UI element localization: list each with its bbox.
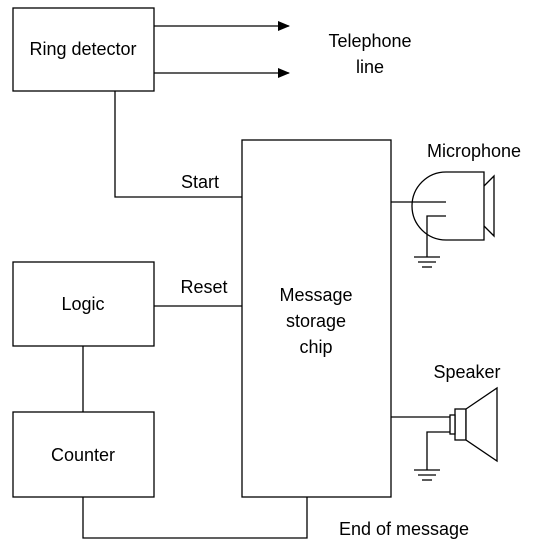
speaker-icon xyxy=(449,386,498,463)
counter-block: Counter xyxy=(12,411,155,498)
end-of-message-wire xyxy=(82,497,308,539)
telephone-line-arrows xyxy=(154,21,290,78)
end-of-message-label: End of message xyxy=(339,519,469,539)
start-label: Start xyxy=(181,172,219,192)
speaker-label: Speaker xyxy=(433,362,500,382)
microphone-icon xyxy=(411,171,495,241)
message-storage-label-3: chip xyxy=(299,337,332,357)
telephone-line-label-2: line xyxy=(356,57,384,77)
ring-detector-block: Ring detector xyxy=(12,7,155,92)
speaker-ground-icon xyxy=(414,469,440,481)
counter-label: Counter xyxy=(51,445,115,465)
message-storage-label-1: Message xyxy=(279,285,352,305)
microphone-ground-wire xyxy=(426,215,446,257)
microphone-ground-icon xyxy=(414,256,440,268)
telephone-line-label-1: Telephone xyxy=(328,31,411,51)
message-storage-chip-block: Message storage chip xyxy=(241,139,392,498)
reset-label: Reset xyxy=(180,277,227,297)
message-storage-label-2: storage xyxy=(286,311,346,331)
logic-block: Logic xyxy=(12,261,155,347)
microphone-label: Microphone xyxy=(427,141,521,161)
ring-detector-label: Ring detector xyxy=(29,39,136,59)
speaker-ground-wire xyxy=(426,431,450,470)
start-wire xyxy=(114,91,242,198)
logic-label: Logic xyxy=(61,294,104,314)
